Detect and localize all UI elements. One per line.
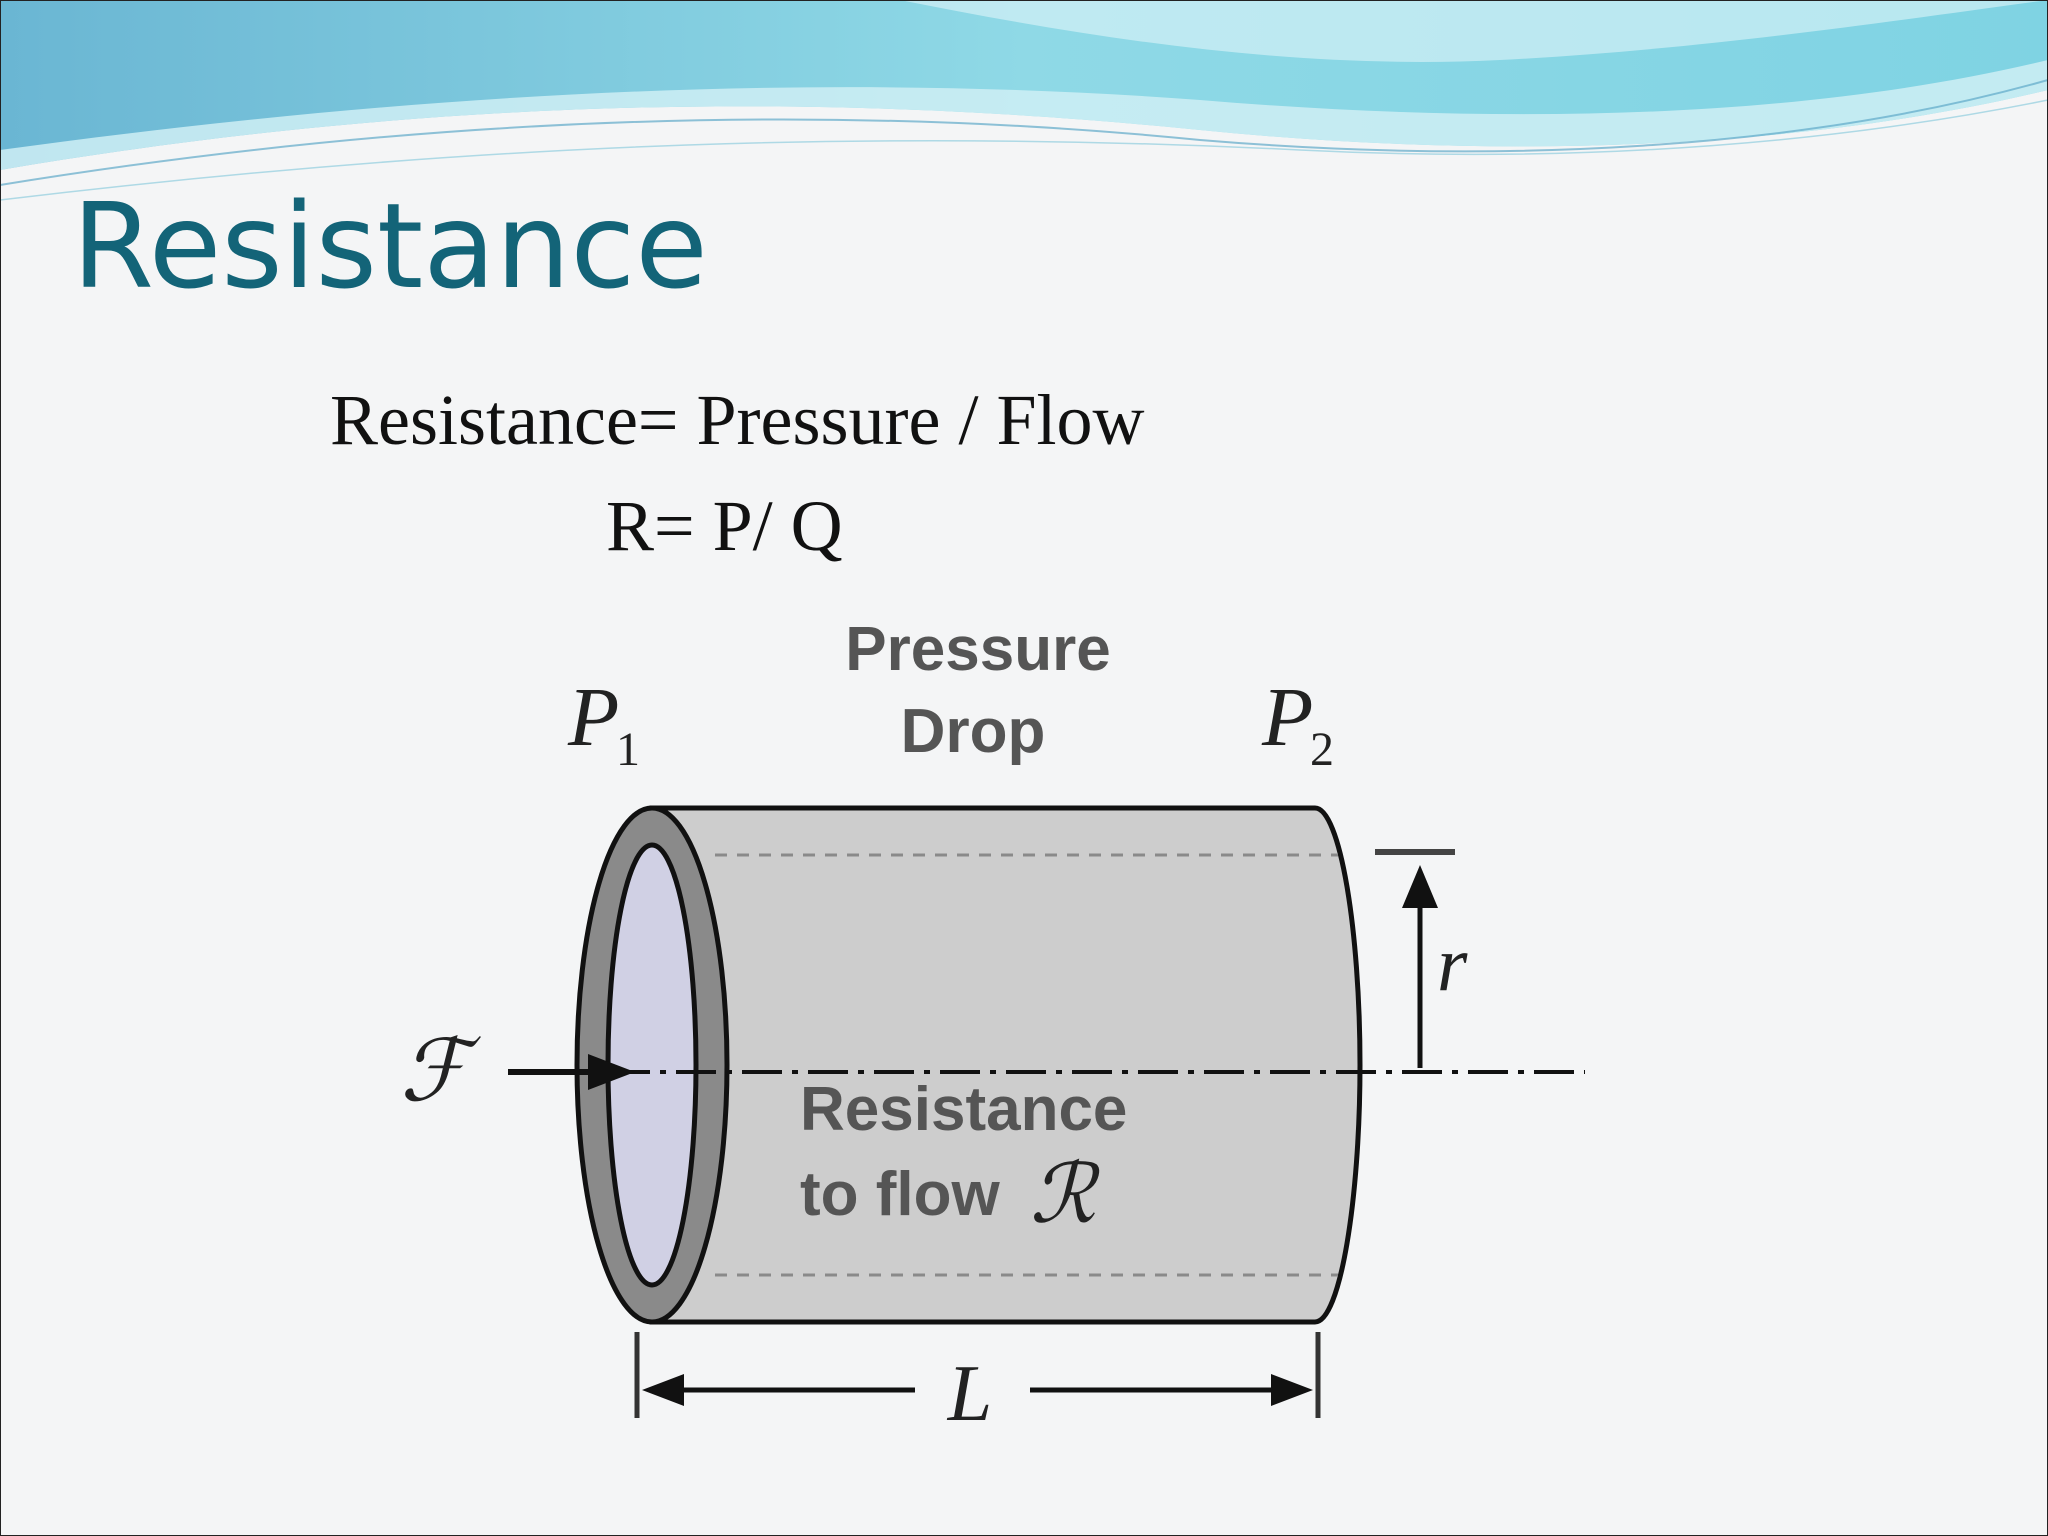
radius-arrowhead bbox=[1402, 865, 1438, 908]
formula-symbols: R= P/ Q bbox=[606, 486, 843, 566]
flow-arrowhead bbox=[588, 1054, 635, 1090]
length-arrowhead-right bbox=[1271, 1374, 1313, 1406]
p1-subscript: 1 bbox=[616, 723, 640, 776]
formula-words: Resistance= Pressure / Flow bbox=[330, 380, 1145, 460]
pipe-opening bbox=[605, 842, 699, 1288]
resistance-symbol-label: ℛ bbox=[1030, 1149, 1101, 1240]
p1-label: P bbox=[567, 671, 619, 764]
length-label: L bbox=[947, 1350, 993, 1430]
flow-symbol-label: ℱ bbox=[400, 1023, 481, 1119]
pressure-drop-label-line1: Pressure bbox=[845, 615, 1110, 684]
p2-label: P bbox=[1261, 671, 1313, 764]
resistance-to-flow-label-line1: Resistance bbox=[800, 1075, 1127, 1144]
header-wave-decoration bbox=[0, 0, 2048, 201]
pressure-drop-label-line2: Drop bbox=[901, 697, 1046, 766]
radius-label: r bbox=[1437, 920, 1468, 1007]
pipe-body bbox=[649, 805, 1363, 1325]
resistance-to-flow-label-line2: to flow bbox=[800, 1160, 1000, 1229]
length-arrowhead-left bbox=[642, 1374, 684, 1406]
p2-subscript: 2 bbox=[1310, 723, 1334, 776]
pipe-flow-diagram: Pressure Drop P 1 P 2 ℱ r Resistance to … bbox=[400, 615, 1585, 1430]
slide-title: Resistance bbox=[72, 177, 708, 315]
